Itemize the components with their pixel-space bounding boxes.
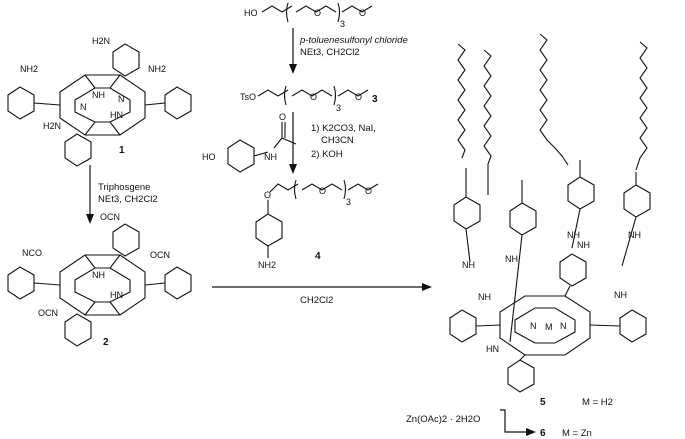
compound-number-5: 5 bbox=[540, 397, 546, 408]
repeat-subscript: 3 bbox=[336, 103, 341, 113]
pyrrole-nh-label: NH bbox=[92, 270, 105, 280]
urea-nh-label: NH bbox=[478, 292, 491, 302]
product-5-metal: M = H2 bbox=[582, 397, 613, 408]
pyrrole-n-label: N bbox=[80, 102, 87, 112]
pyrrole-nh-label: HN bbox=[110, 110, 123, 120]
urea-nh-label: NH bbox=[614, 290, 627, 300]
compound-number-4: 4 bbox=[315, 251, 321, 262]
amine-label: NH2 bbox=[148, 64, 166, 74]
compound-number-2: 2 bbox=[103, 337, 109, 348]
amine-label: NH2 bbox=[258, 260, 276, 270]
pyrrole-n-label: N bbox=[118, 94, 125, 104]
arrow-head bbox=[526, 428, 536, 436]
pyrrole-n-label: N bbox=[530, 321, 537, 331]
isocyanate-label: OCN bbox=[100, 212, 120, 222]
reagent-tosyl-chloride: p-toluenesulfonyl chloride bbox=[299, 35, 408, 46]
hydroxyl-label: HO bbox=[244, 8, 258, 18]
urea-nh-label: NH bbox=[577, 240, 590, 250]
ether-oxygen-label: O bbox=[264, 190, 271, 200]
repeat-subscript: 3 bbox=[340, 19, 345, 29]
isocyanate-label: NCO bbox=[22, 248, 42, 258]
tosylate-3-structure bbox=[257, 85, 369, 106]
compound-number-1: 1 bbox=[119, 145, 125, 156]
ether-oxygen-label: O bbox=[310, 92, 317, 102]
arrow-head bbox=[86, 214, 94, 224]
reagent-solvent: CH2Cl2 bbox=[300, 295, 333, 306]
peg-alcohol-structure bbox=[261, 2, 373, 23]
repeat-subscript: 3 bbox=[346, 197, 351, 207]
carbonyl-oxygen-label: O bbox=[279, 112, 286, 122]
reaction-arrow bbox=[500, 409, 532, 433]
amine-label: NH2 bbox=[20, 64, 38, 74]
pyrrole-n-label: N bbox=[560, 321, 567, 331]
reagent-triphosgene: Triphosgene bbox=[98, 182, 150, 193]
urea-nh-label: NH bbox=[628, 230, 641, 240]
urea-nh-label: HN bbox=[486, 344, 499, 354]
acetaminophen-structure bbox=[227, 122, 297, 173]
reagent-zinc-acetate: Zn(OAc)2 · 2H2O bbox=[406, 414, 480, 425]
compound-number-6: 6 bbox=[540, 428, 546, 439]
reagent-base-solvent: NEt3, CH2Cl2 bbox=[98, 194, 158, 205]
reagent-step-1-solvent: CH3CN bbox=[321, 135, 354, 146]
compound-number-3: 3 bbox=[372, 94, 378, 105]
pyrrole-nh-label: HN bbox=[110, 290, 123, 300]
ether-oxygen-label: O bbox=[355, 92, 362, 102]
ether-oxygen-label: O bbox=[365, 186, 372, 196]
ether-oxygen-label: O bbox=[314, 8, 321, 18]
compound-4-structure bbox=[255, 179, 379, 258]
ether-oxygen-label: O bbox=[319, 186, 326, 196]
urea-nh-label: NH bbox=[505, 254, 518, 264]
arrow-head bbox=[422, 283, 432, 291]
amine-label: H2N bbox=[43, 121, 61, 131]
compound-1-structure bbox=[7, 43, 192, 167]
ether-oxygen-label: O bbox=[359, 8, 366, 18]
amide-nh-label: NH bbox=[264, 152, 277, 162]
reagent-step-2: 2) KOH bbox=[311, 149, 343, 160]
urea-nh-label: NH bbox=[462, 260, 475, 270]
isocyanate-label: OCN bbox=[150, 250, 170, 260]
tosylate-label: TsO bbox=[240, 92, 256, 102]
reagent-step-1: 1) K2CO3, NaI, bbox=[311, 123, 376, 134]
hydroxyl-label: HO bbox=[202, 152, 216, 162]
product-6-metal: M = Zn bbox=[562, 428, 592, 439]
arrow-head bbox=[289, 164, 297, 174]
urea-nh-label: NH bbox=[567, 230, 580, 240]
pyrrole-nh-label: NH bbox=[92, 90, 105, 100]
product-structure bbox=[449, 33, 651, 393]
reagent-base-solvent: NEt3, CH2Cl2 bbox=[300, 47, 360, 58]
isocyanate-label: OCN bbox=[38, 308, 58, 318]
arrow-head bbox=[289, 64, 297, 74]
metal-center-label: M bbox=[545, 322, 553, 332]
compound-2-structure bbox=[7, 223, 192, 347]
amine-label: H2N bbox=[92, 36, 110, 46]
